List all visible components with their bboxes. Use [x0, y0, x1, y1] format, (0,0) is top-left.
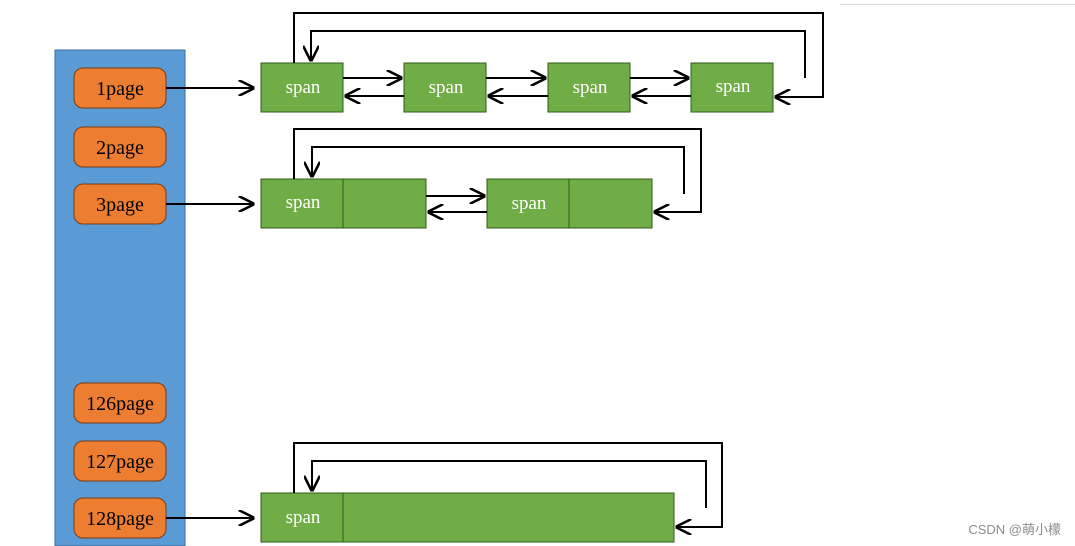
span-label: span: [286, 77, 321, 98]
csdn-watermark: CSDN @萌小檬: [968, 522, 1061, 537]
span-label: span: [716, 76, 751, 97]
page-bucket-label: 126page: [86, 393, 154, 415]
page-bucket-3: 3page: [73, 183, 167, 225]
page-bucket-126: 126page: [73, 382, 167, 424]
span-label: span: [429, 77, 464, 98]
span-block: span: [690, 62, 774, 113]
span-block: span: [260, 178, 427, 229]
span-block: span: [260, 62, 344, 113]
span-block: span: [403, 62, 487, 113]
page-bucket-label: 128page: [86, 508, 154, 530]
page-bucket-128: 128page: [73, 497, 167, 539]
page-bucket-label: 1page: [96, 78, 144, 100]
span-label: span: [286, 192, 321, 213]
page-bucket-127: 127page: [73, 440, 167, 482]
span-links: [293, 128, 702, 212]
span-block: span: [547, 62, 631, 113]
page-bucket-1: 1page: [73, 67, 167, 109]
span-block: span: [486, 178, 653, 229]
span-block: span: [260, 492, 675, 543]
span-label: span: [512, 193, 547, 214]
span-links: [293, 12, 824, 97]
page-bucket-label: 3page: [96, 194, 144, 216]
span-links: [293, 442, 723, 527]
page-bucket-2: 2page: [73, 126, 167, 168]
page-bucket-label: 2page: [96, 137, 144, 159]
corner-grid-fragment: [840, 0, 1075, 5]
span-list-128page: span: [260, 442, 723, 543]
span-label: span: [286, 507, 321, 528]
page-bucket-label: 127page: [86, 451, 154, 473]
span-list-1page: span span span span: [260, 12, 824, 113]
span-label: span: [573, 77, 608, 98]
span-list-3page: span span: [260, 128, 702, 229]
